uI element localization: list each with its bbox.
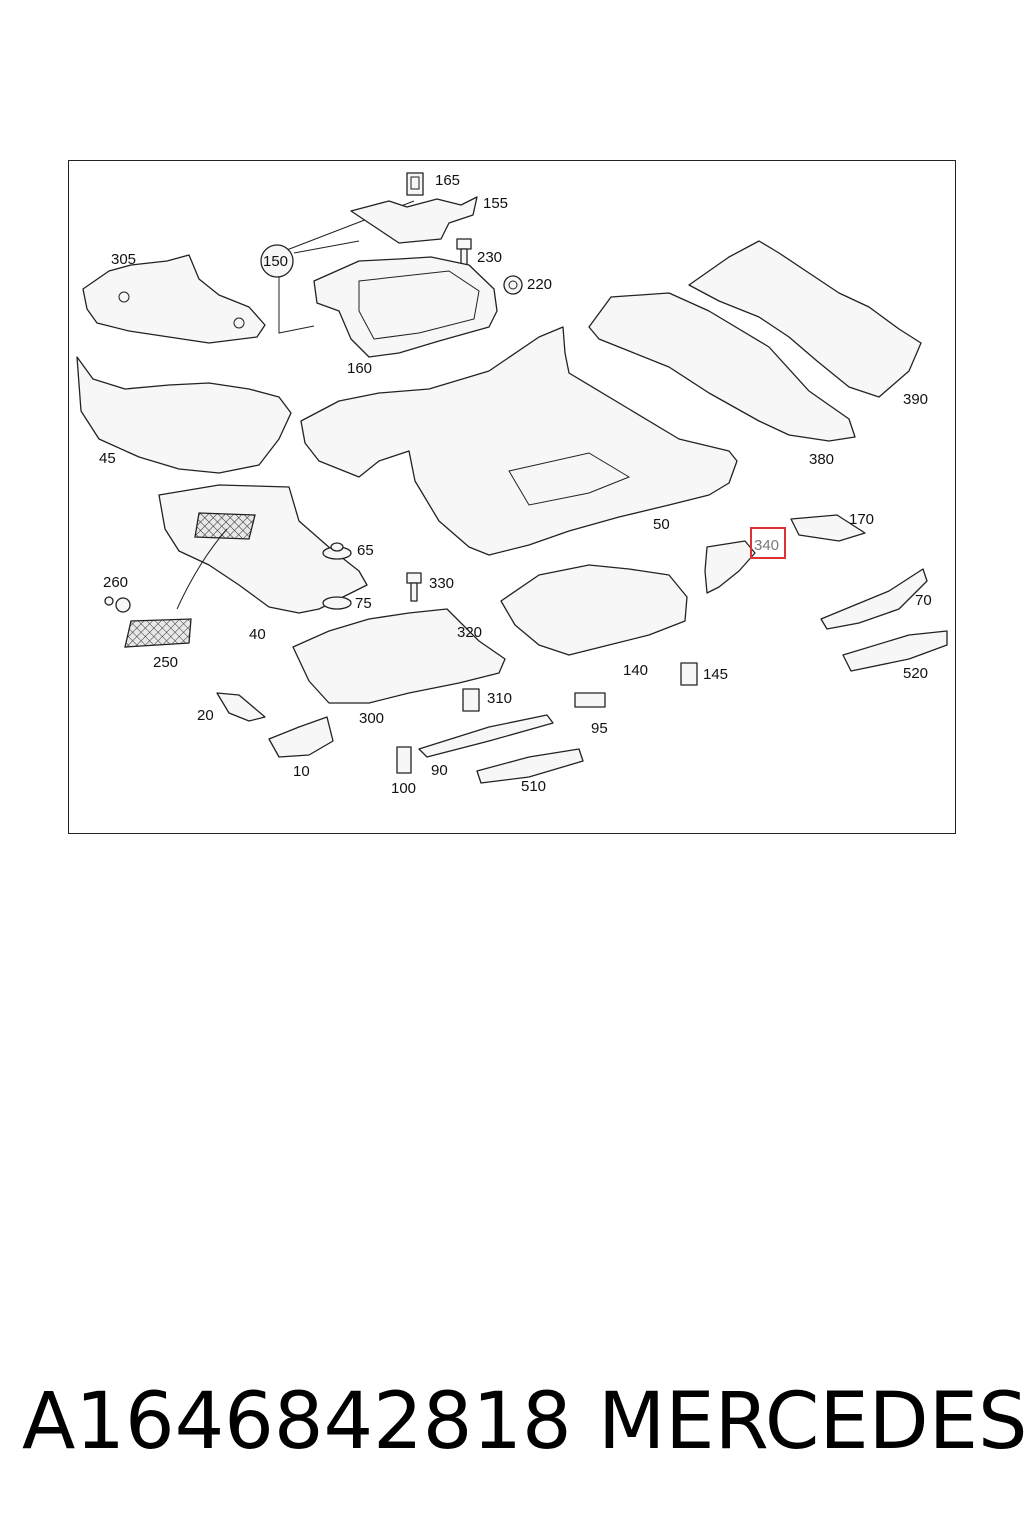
part-65-grommet — [322, 542, 352, 560]
part-20-bracket — [216, 692, 266, 722]
part-380-floor — [588, 292, 856, 442]
part-310-clip — [462, 688, 480, 712]
part-165-clip — [406, 172, 424, 196]
callout-75: 75 — [355, 595, 372, 612]
part-140-trim — [500, 564, 688, 656]
callout-260: 260 — [103, 574, 128, 591]
part-305-cover — [82, 254, 266, 344]
callout-170: 170 — [849, 511, 874, 528]
part-50-carpet — [300, 326, 738, 556]
part-520-film — [842, 630, 948, 672]
parts-diagram-frame: 165 155 150 230 220 305 160 390 45 380 5… — [68, 160, 956, 834]
callout-320: 320 — [457, 624, 482, 641]
part-45-liner — [76, 356, 292, 474]
part-155-panel — [350, 196, 478, 244]
part-300-panel — [292, 608, 506, 704]
callout-100: 100 — [391, 780, 416, 797]
callout-150: 150 — [263, 253, 288, 270]
callout-510: 510 — [521, 778, 546, 795]
part-230-bolt — [456, 238, 472, 270]
part-390-floor — [688, 240, 922, 398]
parts-diagram: 165 155 150 230 220 305 160 390 45 380 5… — [76, 172, 948, 797]
part-160-tray — [313, 256, 498, 358]
part-70-sill — [820, 568, 928, 630]
callout-140: 140 — [623, 662, 648, 679]
part-90-sill-plate — [418, 714, 554, 758]
callout-90: 90 — [431, 762, 448, 779]
callout-230: 230 — [477, 249, 502, 266]
part-75-grommet — [322, 596, 352, 610]
callout-95: 95 — [591, 720, 608, 737]
part-145-clip — [680, 662, 698, 686]
callout-10: 10 — [293, 763, 310, 780]
part-330-bolt — [406, 572, 422, 602]
part-10-cover — [268, 716, 334, 758]
part-250-net — [124, 618, 192, 648]
part-260-clip — [104, 596, 131, 613]
part-net-upper — [194, 512, 256, 540]
callout-20: 20 — [197, 707, 214, 724]
callout-330: 330 — [429, 575, 454, 592]
part-220-nut — [503, 275, 523, 295]
callout-165: 165 — [435, 172, 460, 189]
callout-390: 390 — [903, 391, 928, 408]
callout-155: 155 — [483, 195, 508, 212]
callout-310: 310 — [487, 690, 512, 707]
part-number: A1646842818 — [22, 1377, 572, 1467]
callout-45: 45 — [99, 450, 116, 467]
callout-145: 145 — [703, 666, 728, 683]
callout-250: 250 — [153, 654, 178, 671]
callout-520: 520 — [903, 665, 928, 682]
part-100-clip — [396, 746, 412, 774]
callout-labels: 165 155 150 230 220 305 160 390 45 380 5… — [99, 172, 932, 797]
highlight-box-340 — [750, 527, 786, 559]
callout-160: 160 — [347, 360, 372, 377]
part-340-trim — [704, 540, 756, 594]
callout-40: 40 — [249, 626, 266, 643]
callout-305: 305 — [111, 251, 136, 268]
caption-bar: A1646842818 MERCEDES — [0, 1372, 1024, 1472]
part-170-pad — [790, 514, 866, 542]
part-95-pad — [574, 692, 606, 708]
callout-70: 70 — [915, 592, 932, 609]
callout-220: 220 — [527, 276, 552, 293]
callout-380: 380 — [809, 451, 834, 468]
callout-300: 300 — [359, 710, 384, 727]
callout-50: 50 — [653, 516, 670, 533]
callout-340: 340 — [754, 537, 779, 554]
callout-65: 65 — [357, 542, 374, 559]
callout-150-circle — [260, 244, 294, 278]
part-510-film — [476, 748, 584, 784]
brand-name: MERCEDES — [598, 1377, 1024, 1467]
